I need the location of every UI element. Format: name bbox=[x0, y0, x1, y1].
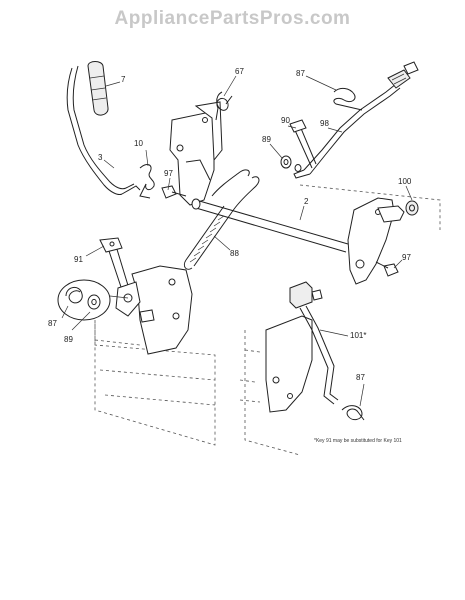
callout-87-lower-right: 87 bbox=[356, 373, 365, 382]
lift-bracket bbox=[169, 101, 223, 206]
callout-98: 98 bbox=[320, 119, 329, 128]
deck-outline-right bbox=[239, 184, 441, 456]
right-lift-arm bbox=[347, 197, 405, 285]
detail-circle-clip-washer bbox=[57, 279, 129, 321]
washer-part-89-upper bbox=[280, 155, 302, 172]
lift-link-part-91 bbox=[99, 237, 131, 297]
callout-7: 7 bbox=[121, 75, 126, 84]
clip-part-87-upper bbox=[333, 87, 363, 111]
callout-89-upper: 89 bbox=[262, 135, 271, 144]
lift-handle-part-3 bbox=[66, 65, 141, 195]
callout-89-lower-left: 89 bbox=[64, 335, 73, 344]
callout-88: 88 bbox=[230, 249, 239, 258]
callout-10: 10 bbox=[134, 139, 143, 148]
clip-part-67 bbox=[215, 91, 233, 121]
handle-grip-part-7 bbox=[87, 61, 109, 116]
callout-87-lower-left: 87 bbox=[48, 319, 57, 328]
spring-part-10 bbox=[139, 164, 155, 199]
pin-part-90 bbox=[289, 119, 317, 169]
callout-87-upper: 87 bbox=[296, 69, 305, 78]
callout-97-right: 97 bbox=[402, 253, 411, 262]
rod-part-98 bbox=[293, 61, 419, 179]
deck-outline-left bbox=[94, 320, 216, 446]
callout-67: 67 bbox=[235, 67, 244, 76]
callout-3: 3 bbox=[98, 153, 103, 162]
watermark: AppliancePartsPros.com bbox=[114, 8, 351, 29]
clip-part-87-lower bbox=[341, 405, 365, 421]
leader-lines bbox=[61, 75, 413, 407]
callout-100: 100 bbox=[398, 177, 412, 186]
callout-90: 90 bbox=[281, 116, 290, 125]
lift-shaft-part-2 bbox=[191, 198, 349, 253]
callout-91: 91 bbox=[74, 255, 83, 264]
spring-part-88 bbox=[183, 169, 260, 270]
bolt-part-97-right bbox=[375, 261, 399, 277]
left-lift-plate bbox=[115, 265, 193, 355]
callout-101: 101* bbox=[350, 331, 366, 340]
substitution-note: *Key 91 may be substituted for Key 101 bbox=[314, 438, 402, 444]
nut-part-100 bbox=[405, 200, 419, 216]
callout-97-upper: 97 bbox=[164, 169, 173, 178]
lever-part-101 bbox=[265, 281, 339, 413]
callout-2: 2 bbox=[304, 197, 309, 206]
